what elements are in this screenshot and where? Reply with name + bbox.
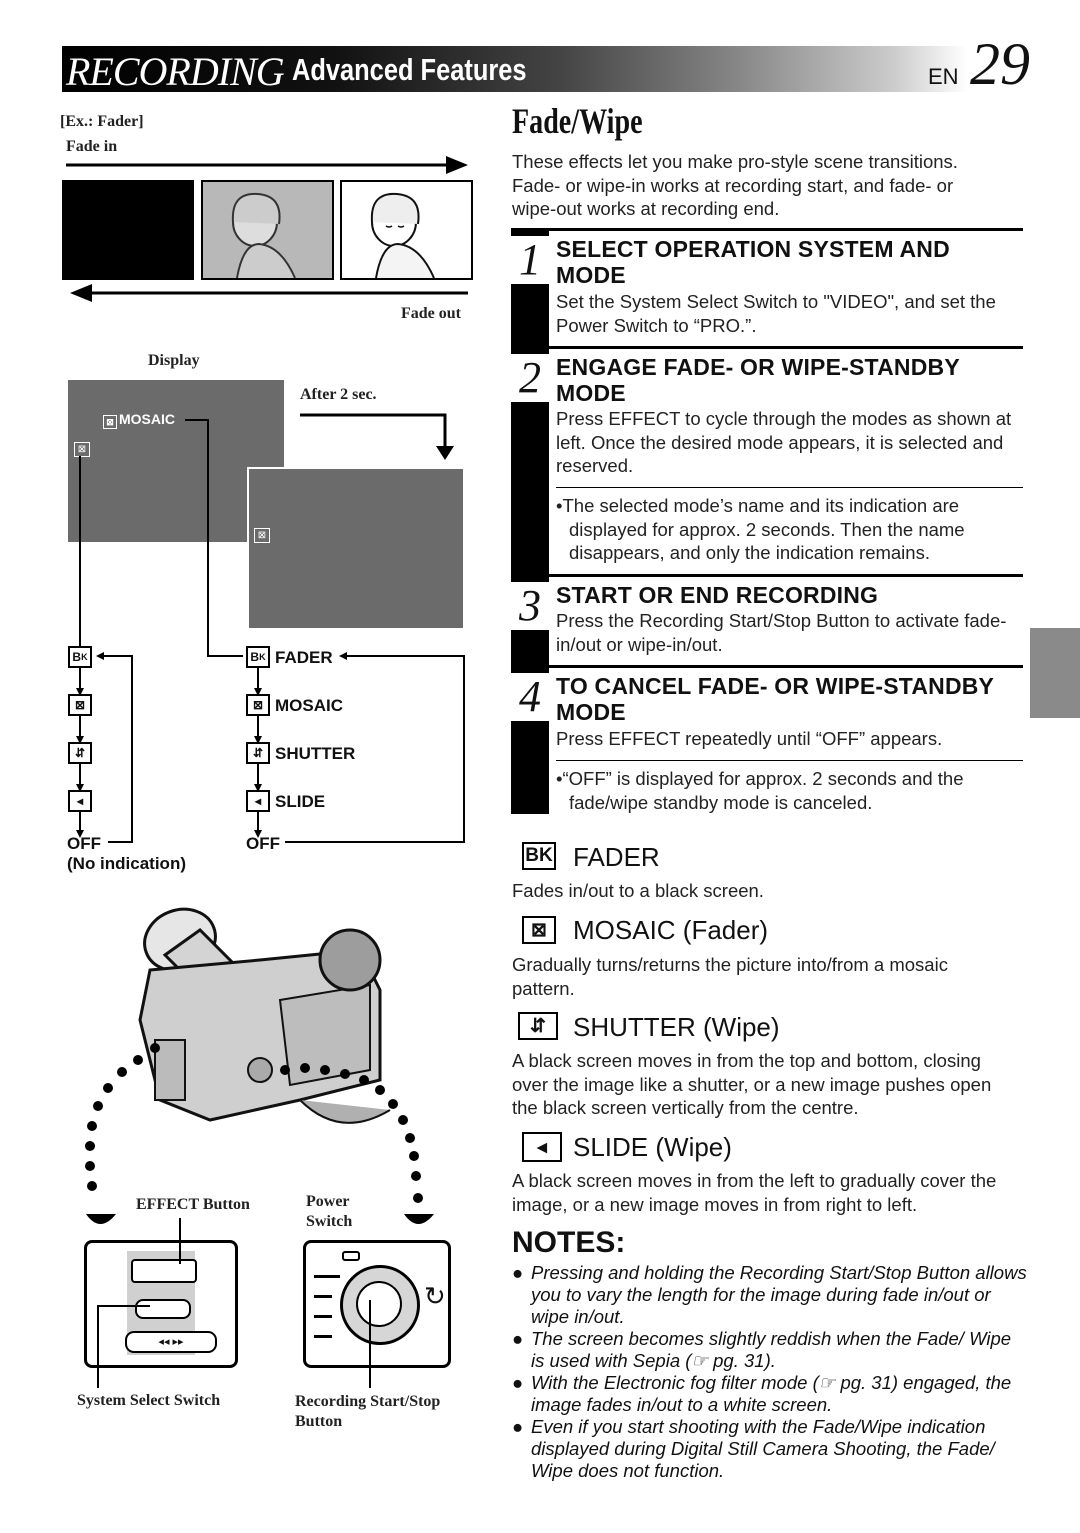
full-frame [340, 180, 473, 280]
rec-button-label: Recording Start/Stop Button [295, 1393, 441, 1430]
fade-out-label: Fade out [401, 305, 461, 322]
screen-indicator-2: ⊠ [254, 528, 270, 543]
mode-desc-slide: A black screen moves in from the left to… [512, 1170, 997, 1215]
step-rule-2 [549, 346, 1023, 349]
fader-mode-icon: BK [522, 842, 556, 870]
switch-callout-lines [97, 1218, 181, 1388]
seq-shutter: SHUTTER [275, 744, 356, 763]
page-title: Fade/Wipe [512, 101, 643, 141]
display-screen-2 [247, 467, 465, 630]
steps-bar [511, 228, 549, 814]
note-item: ●The screen becomes slightly reddish whe… [512, 1328, 1012, 1371]
mode-title-slide: SLIDE (Wipe) [573, 1132, 732, 1162]
header-bar [62, 46, 967, 92]
step-number-4: 4 [511, 673, 549, 721]
mode-desc-shutter: A black screen moves in from the top and… [512, 1050, 992, 1118]
step-thin-rule-2 [556, 487, 1023, 488]
step-thin-rule-4 [556, 760, 1023, 761]
step-number-1: 1 [511, 236, 549, 284]
step-body-2: Press EFFECT to cycle through the modes … [556, 408, 1012, 476]
mode-title-mosaic: MOSAIC (Fader) [573, 915, 769, 945]
step-rule-4 [549, 665, 1023, 668]
note-item: ●Even if you start shooting with the Fad… [512, 1416, 995, 1481]
fading-frame [201, 180, 334, 280]
rotate-arrow-icon: ↻ [424, 1281, 446, 1311]
shutter-mode-icon: ⇵ [518, 1012, 558, 1040]
mode-desc-mosaic: Gradually turns/returns the picture into… [512, 954, 948, 999]
header-section: Advanced Features [292, 52, 527, 87]
camcorder-illustration [85, 907, 434, 1224]
slide-mode-icon: ◂ [522, 1132, 562, 1162]
screen-mode-label: ⊠MOSAIC [103, 411, 175, 429]
rec-callout-line [369, 1300, 371, 1388]
header-brand: RECORDING [66, 49, 285, 94]
step-bullet-2: •The selected mode’s name and its indica… [556, 495, 965, 563]
seq-off: OFF [246, 834, 280, 853]
intro-text: These effects let you make pro-style sce… [512, 151, 958, 219]
display-label: Display [148, 352, 200, 369]
girl-illustration [370, 192, 435, 279]
note-item: ●Pressing and holding the Recording Star… [512, 1262, 1027, 1327]
step-title-2: ENGAGE FADE- OR WIPE-STANDBY MODE [556, 354, 960, 406]
screen-indicator-1: ⊠ [74, 442, 90, 457]
seq-slide: SLIDE [275, 792, 326, 811]
notes-list: ●Pressing and holding the Recording Star… [512, 1262, 1027, 1482]
no-indication-label: (No indication) [67, 854, 186, 873]
system-select-switch[interactable] [135, 1299, 191, 1319]
fade-in-label: Fade in [66, 138, 118, 155]
recording-start-stop-button[interactable] [356, 1281, 402, 1327]
step-bullet-4: •“OFF” is displayed for approx. 2 second… [556, 768, 964, 813]
power-switch-detail: ↻ [303, 1240, 451, 1368]
step-body-4: Press EFFECT repeatedly until “OFF” appe… [556, 728, 943, 749]
system-select-label: System Select Switch [77, 1392, 221, 1409]
slide-icon: ◂ [246, 790, 270, 812]
girl-illustration-dim [231, 192, 296, 279]
step-number-2: 2 [511, 354, 549, 402]
step-body-1: Set the System Select Switch to "VIDEO",… [556, 291, 996, 336]
fade-arrows [66, 156, 468, 302]
mode-cycle-lines [76, 413, 465, 843]
effect-button-label: EFFECT Button [136, 1196, 250, 1213]
effect-button[interactable] [131, 1259, 197, 1283]
example-label: [Ex.: Fader] [60, 113, 144, 130]
step-title-4: TO CANCEL FADE- OR WIPE-STANDBY MODE [556, 673, 994, 725]
step-rule-3 [549, 574, 1023, 577]
black-frame [62, 180, 194, 280]
step-number-3: 3 [511, 582, 549, 630]
mode-title-fader: FADER [573, 842, 660, 872]
mosaic-icon: ⊠ [246, 694, 270, 716]
note-item: ●With the Electronic fog filter mode (☞ … [512, 1372, 1012, 1415]
playback-control-icon: ◂◂ ▸▸ [125, 1331, 217, 1353]
switch-panel-detail: ◂◂ ▸▸ [84, 1240, 238, 1368]
mode-title-shutter: SHUTTER (Wipe) [573, 1012, 780, 1042]
mosaic-indicator-icon: ⊠ [68, 694, 92, 716]
step-title-3: START OR END RECORDING [556, 582, 879, 608]
mosaic-mode-icon: ⊠ [522, 916, 556, 944]
seq-mosaic: MOSAIC [275, 696, 343, 715]
shutter-indicator-icon: ⇵ [68, 742, 92, 764]
page-prefix: EN [928, 64, 959, 89]
shutter-icon: ⇵ [246, 742, 270, 764]
seq-fader: FADER [275, 648, 333, 667]
slide-indicator-icon: ◂ [68, 790, 92, 812]
page-number: 29 [970, 31, 1030, 97]
step-body-3: Press the Recording Start/Stop Button to… [556, 610, 1007, 655]
mode-desc-fader: Fades in/out to a black screen. [512, 880, 764, 901]
notes-title: NOTES: [512, 1226, 626, 1259]
step-title-1: SELECT OPERATION SYSTEM AND MODE [556, 236, 950, 288]
off-label-left: OFF [67, 834, 101, 853]
after-label: After 2 sec. [300, 386, 377, 403]
side-tab [1030, 628, 1080, 718]
step-rule-1 [549, 228, 1023, 231]
power-switch-label: Power Switch [306, 1193, 353, 1230]
